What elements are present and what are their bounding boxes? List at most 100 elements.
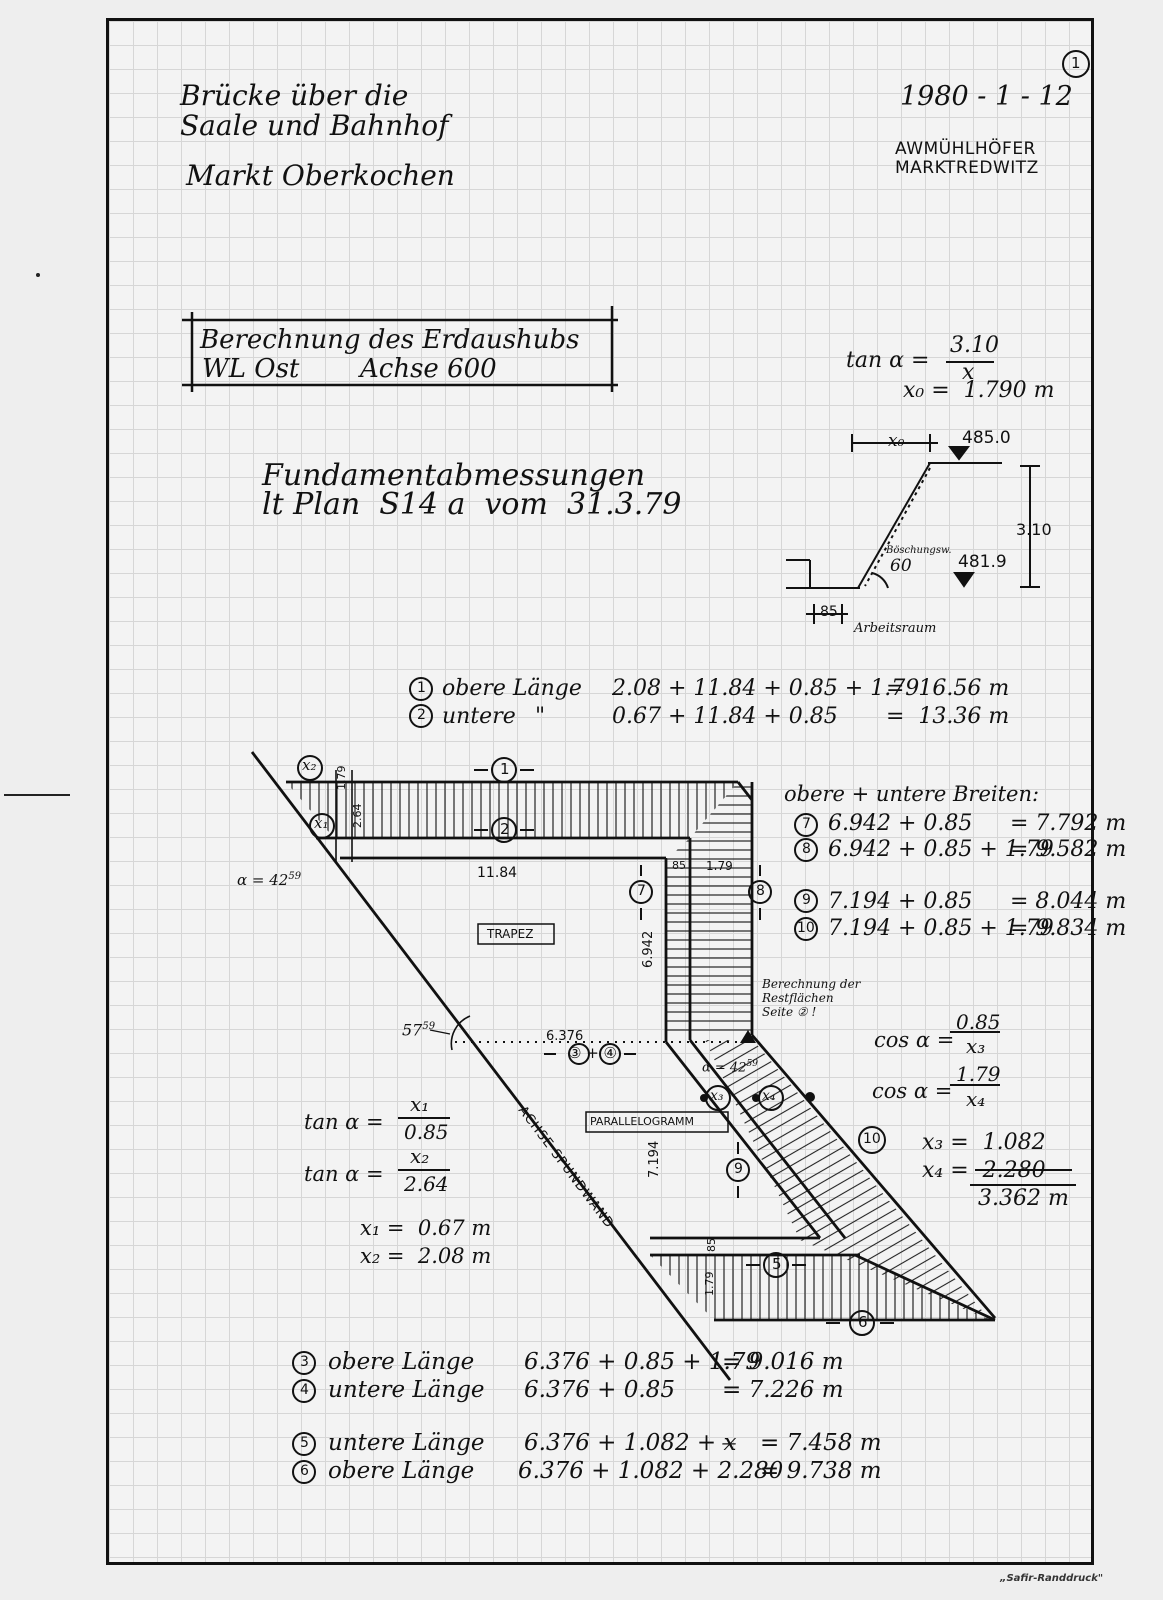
alpha-mid: α = 4259 [702, 1059, 758, 1076]
length-5-label: untere Länge [328, 1430, 485, 1456]
dim-7194: 7.194 [647, 1140, 662, 1178]
box-subtitle-left: WL Ost [202, 354, 300, 384]
x0-dim-label: x₀ [888, 431, 905, 451]
width-10-expr: 7.194 + 0.85 + 1.79 [828, 916, 1054, 941]
slope-height: 3.10 [1016, 520, 1052, 539]
dim-6376: 6.376 [546, 1029, 584, 1044]
length-3-expr: 6.376 + 0.85 + 1.79 [524, 1349, 761, 1375]
cos2-numerator: 1.79 [956, 1062, 1001, 1086]
dim-085-top: 85 [672, 859, 686, 872]
company-stamp-line-1: AWMÜHLHÖFER [895, 139, 1036, 159]
label-x3: x₃ [710, 1088, 724, 1104]
row-num-2: 2 [417, 707, 426, 723]
dim-264: 2.64 [351, 803, 364, 829]
x0-result: x₀ = 1.790 m [903, 378, 1055, 403]
cos2-left: cos α = [872, 1079, 953, 1103]
width-7-result: = 7.792 m [1010, 811, 1127, 836]
tan-x0-denominator: x [962, 360, 975, 385]
label-x4: x₄ [762, 1088, 776, 1104]
circle-num-10: 10 [863, 1131, 881, 1147]
lower-length-result: = 13.36 m [886, 704, 1010, 729]
title-line-2: Saale und Bahnhof [180, 109, 449, 142]
page-number: 1 [1071, 54, 1081, 72]
fraction-bars [398, 361, 1076, 1186]
length-4-label: untere Länge [328, 1377, 485, 1403]
margin-line-mark [4, 794, 70, 796]
lower-length-label: untere [442, 704, 516, 729]
x2-result: x₂ = 2.08 m [360, 1244, 492, 1268]
circle-num-9: 9 [734, 1161, 743, 1177]
label-x2: x₂ [302, 756, 317, 774]
company-stamp-line-2: MARKTREDWITZ [895, 158, 1039, 178]
section-3-4: ③ + ④ [568, 1044, 617, 1062]
tan2-numerator: x₂ [410, 1144, 430, 1168]
tan1-numerator: x₁ [410, 1092, 430, 1116]
label-x1: x₁ [314, 814, 329, 832]
upper-length-expr: 2.08 + 11.84 + 0.85 + 1.79 [612, 676, 920, 701]
parallelogram-label: PARALLELOGRAMM [590, 1115, 695, 1128]
bottom-level: 481.9 [958, 552, 1007, 572]
circle-num-8: 8 [756, 883, 765, 899]
dim-1184: 11.84 [477, 865, 518, 881]
dim-085-bottom: 85 [705, 1238, 718, 1252]
length-6-label: obere Länge [328, 1458, 475, 1484]
length-6-expr: 6.376 + 1.082 + 2.280 [518, 1458, 784, 1484]
row-num-1: 1 [417, 680, 426, 696]
box-title: Berechnung des Erdaushubs [200, 325, 580, 355]
margin-dot-mark [36, 273, 40, 277]
length-3-result: = 9.016 m [722, 1349, 844, 1375]
width-9-expr: 7.194 + 0.85 [828, 889, 973, 914]
title-line-1: Brücke über die [180, 79, 409, 112]
tan2-denominator: 2.64 [404, 1172, 449, 1196]
widths-heading: obere + untere Breiten: [784, 782, 1040, 806]
row-num-10: 10 [797, 920, 815, 936]
x3-x4-sum: 3.362 m [978, 1186, 1069, 1211]
trapez-label: TRAPEZ [487, 927, 534, 941]
top-hatched-band [286, 782, 738, 838]
foundation-plan [250, 751, 997, 1381]
circle-num-6: 6 [858, 1313, 868, 1331]
box-subtitle-right: Achse 600 [360, 354, 497, 384]
right-hatched-band [666, 782, 752, 1033]
bottom-hatched-band [650, 1255, 990, 1320]
place-name: Markt Oberkochen [186, 159, 455, 192]
rest-area-note: Berechnung der Restflächen Seite ② ! [762, 977, 861, 1019]
row-num-7: 7 [802, 816, 811, 832]
circle-num-2: 2 [500, 820, 510, 838]
dim-179-top: 1.79 [335, 765, 348, 791]
date: 1980 - 1 - 12 [900, 81, 1073, 112]
cos1-left: cos α = [874, 1028, 955, 1052]
circle-num-1: 1 [500, 760, 510, 778]
cos2-denominator: x₄ [966, 1087, 986, 1111]
length-3-label: obere Länge [328, 1349, 475, 1375]
row-num-9: 9 [802, 892, 811, 908]
row-num-6-label: 6 [300, 1463, 309, 1479]
angle-57: 5759 [402, 1020, 436, 1040]
diagonal-hatched-strip [705, 1040, 990, 1320]
tan1-left: tan α = [304, 1110, 384, 1134]
row-circles [292, 677, 818, 1484]
upper-length-result: = 16.56 m [886, 676, 1010, 701]
length-4-expr: 6.376 + 0.85 [524, 1377, 675, 1403]
work-space-dim: 85 [820, 604, 838, 620]
length-5-result: = 7.458 m [760, 1430, 882, 1456]
width-7-expr: 6.942 + 0.85 [828, 811, 973, 836]
dims-plan-ref: lt Plan S14 a vom 31.3.79 [262, 487, 682, 522]
slope-note: Böschungsw. [886, 545, 952, 556]
tan-x0-left: tan α = [846, 348, 930, 373]
upper-length-label: obere Länge [442, 676, 582, 701]
tan-x0-numerator: 3.10 [950, 333, 999, 358]
dims-heading: Fundamentabmessungen [262, 458, 646, 493]
width-8-result: = 9.582 m [1010, 837, 1127, 862]
top-level: 485.0 [962, 428, 1011, 448]
width-8-expr: 6.942 + 0.85 + 1.79 [828, 837, 1054, 862]
length-6-result: = 9.738 m [760, 1458, 882, 1484]
footer-print-mark: „Safir-Randdruck" [1000, 1573, 1104, 1584]
slope-angle: 60 [890, 556, 912, 576]
x1-result: x₁ = 0.67 m [360, 1216, 492, 1240]
work-space-label: Arbeitsraum [854, 621, 937, 636]
length-4-result: = 7.226 m [722, 1377, 844, 1403]
width-10-result: = 9.834 m [1010, 916, 1127, 941]
x3-result: x₃ = 1.082 [922, 1130, 1046, 1155]
